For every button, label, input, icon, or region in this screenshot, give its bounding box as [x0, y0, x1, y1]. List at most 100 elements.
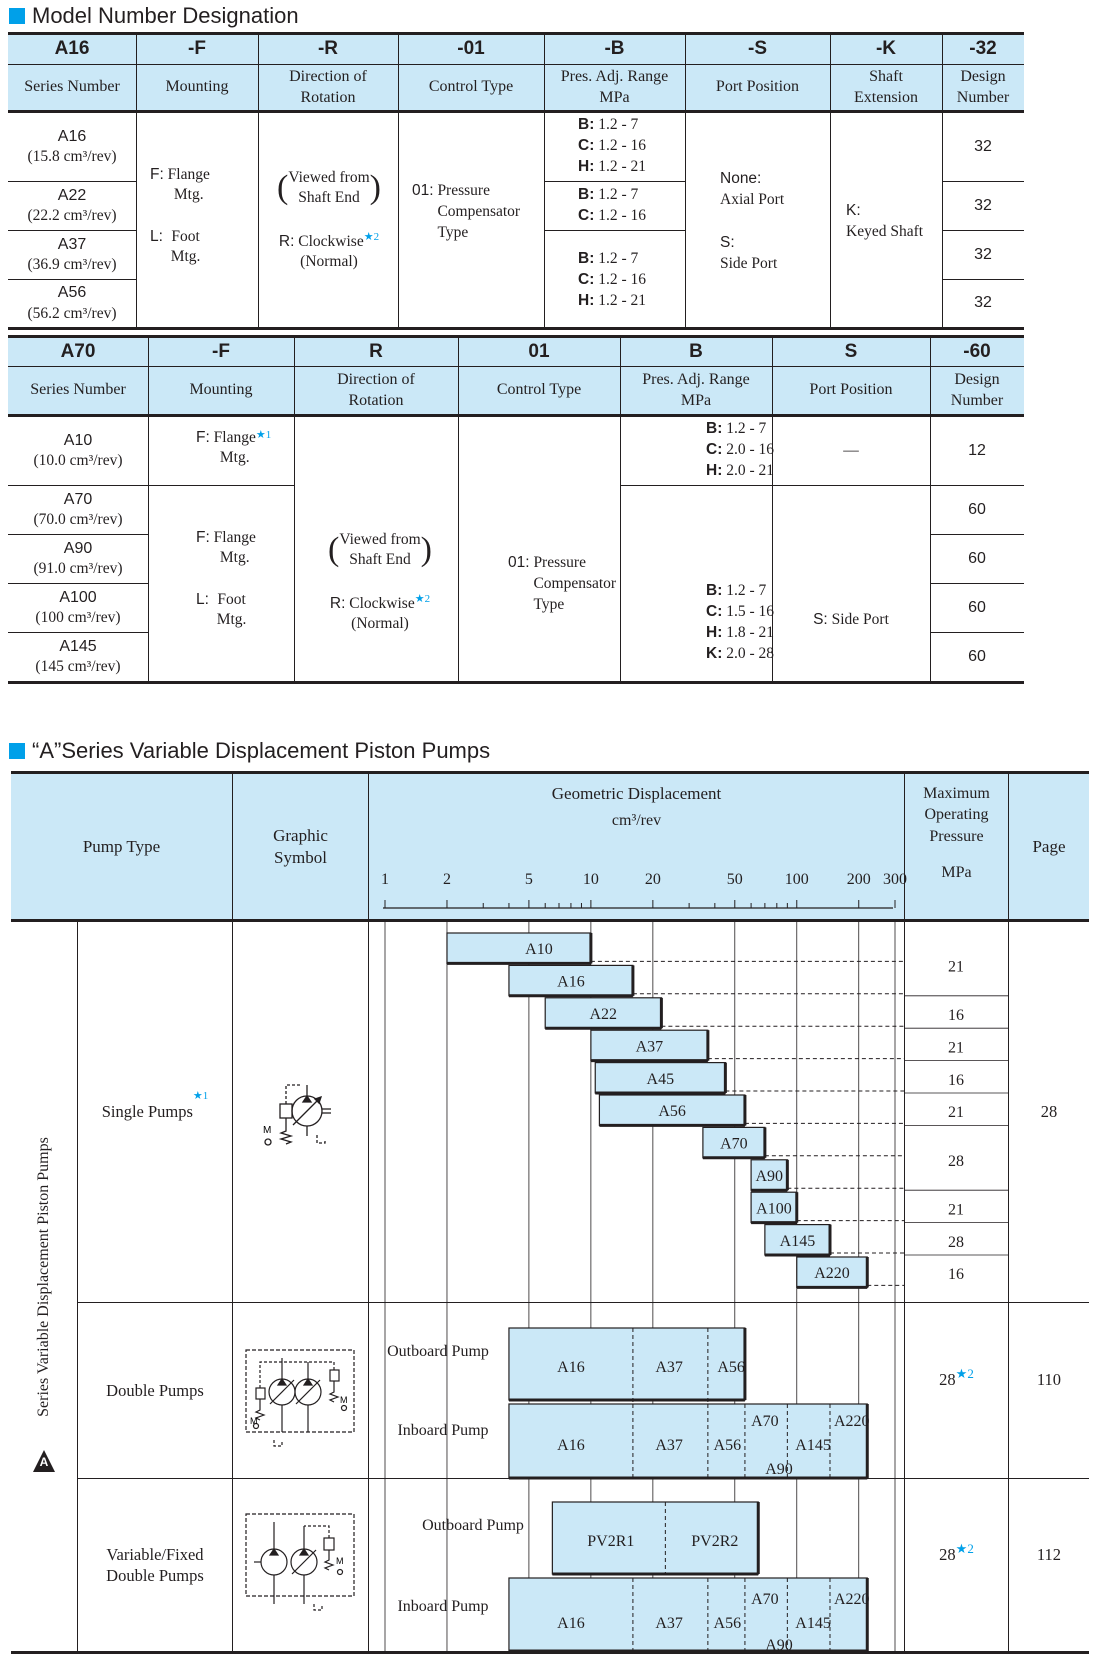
design-number: 32	[974, 245, 992, 263]
label-double-outboard: Outboard Pump	[387, 1342, 489, 1360]
vf-mpa: 28★2	[939, 1540, 974, 1565]
header-pressure: Pres. Adj. Range MPa	[620, 367, 772, 414]
axis-tick-label: 200	[847, 871, 871, 888]
vf-in-label: A70	[751, 1591, 779, 1608]
star-note-icon: ★2	[363, 230, 380, 243]
series-a56: A56(56.2 cm³/rev)	[27, 284, 117, 322]
svg-text:M: M	[340, 1395, 348, 1405]
shaft-keyed: K:Keyed Shaft	[846, 202, 924, 240]
series-a10: A10(10.0 cm³/rev)	[33, 431, 123, 470]
control-type: 01: Pressure Compensator Type	[412, 182, 521, 241]
single-page: 28	[1040, 1102, 1058, 1122]
svg-text:M: M	[250, 1416, 258, 1426]
header-pressure: Pres. Adj. Range MPa	[544, 65, 685, 110]
code-port: -S	[685, 35, 830, 64]
bar-a37	[590, 1029, 709, 1062]
single-pump-symbol: M	[263, 1084, 331, 1146]
header-mounting: Mounting	[136, 65, 258, 110]
axis-tick-label: 20	[645, 871, 661, 888]
vf-inboard-bar	[508, 1577, 868, 1652]
header-control: Control Type	[398, 65, 544, 110]
svg-text:M: M	[336, 1556, 344, 1566]
design-number: 12	[968, 441, 986, 459]
label-vf-inboard: Inboard Pump	[397, 1597, 489, 1615]
series-a145: A145(145 cm³/rev)	[35, 637, 121, 676]
code-design: -32	[942, 35, 1024, 64]
port-side: S: Side Port	[813, 610, 889, 628]
label-double-pumps: Double Pumps	[106, 1380, 204, 1400]
code-design: -60	[930, 338, 1024, 366]
double-in-label: A37	[655, 1437, 683, 1454]
bar-a45	[594, 1061, 726, 1094]
single-mpa-value: 21	[948, 958, 964, 975]
single-mpa-value: 28	[948, 1234, 964, 1251]
single-mpa-value: 21	[948, 1201, 964, 1218]
bar-label-a22: A22	[590, 1006, 618, 1023]
header-port: Port Position	[772, 367, 930, 414]
bar-label-a70: A70	[720, 1136, 748, 1153]
mount-flange-a10: F: Flange Mtg.★1	[196, 429, 272, 467]
double-out-label: A16	[557, 1359, 585, 1376]
series-a16: A16(15.8 cm³/rev)	[27, 127, 117, 166]
series-a70: A70(70.0 cm³/rev)	[33, 490, 123, 529]
double-page: 110	[1036, 1370, 1062, 1390]
rotation-clockwise: R: Clockwise★2(Normal)	[329, 592, 431, 633]
header-graphic-symbol: Graphic Symbol	[273, 825, 328, 867]
square-bullet-icon	[9, 8, 25, 24]
header-unit: cm³/rev	[611, 811, 662, 829]
axis-tick-label: 2	[443, 871, 451, 888]
vf-page: 112	[1036, 1545, 1062, 1565]
header-max-pressure: Maximum Operating Pressure	[923, 784, 990, 845]
header-page: Page	[1032, 836, 1066, 856]
label-single-pumps: Single Pumps★1	[101, 1089, 209, 1122]
axis-tick-label: 5	[525, 871, 533, 888]
header-port: Port Position	[685, 65, 830, 110]
header-series-number: Series Number	[8, 65, 136, 110]
vf-in-label: A16	[557, 1615, 585, 1632]
header-mounting: Mounting	[148, 367, 294, 414]
header-direction: Direction of Rotation	[294, 367, 458, 414]
design-number: 60	[968, 598, 986, 616]
star-note-icon: ★2	[955, 1365, 974, 1381]
vf-out-label: PV2R1	[587, 1533, 634, 1550]
design-number: 60	[968, 500, 986, 518]
pressure-range-3: B: 1.2 - 7 C: 1.2 - 16 H: 1.2 - 21	[578, 250, 647, 309]
double-pump-symbol: M M	[245, 1349, 355, 1447]
bar-label-a220: A220	[814, 1265, 850, 1282]
axis-tick-label: 300	[883, 871, 907, 888]
bar-label-a90: A90	[755, 1168, 783, 1185]
double-out-label: A37	[655, 1359, 683, 1376]
header-mpa: MPa	[941, 863, 972, 881]
pressure-range-large: B: 1.2 - 7 C: 1.5 - 16 H: 1.8 - 21 K: 2.…	[706, 582, 775, 662]
series-a22: A22(22.2 cm³/rev)	[27, 186, 117, 225]
code-pressure: B	[620, 338, 772, 366]
star-note-icon: ★1	[255, 429, 272, 441]
code-mounting: -F	[136, 35, 258, 64]
series-a100: A100(100 cm³/rev)	[35, 588, 121, 627]
single-mpa-value: 28	[948, 1153, 964, 1170]
code-port: S	[772, 338, 930, 366]
mount-foot: L: Foot Mtg.	[150, 228, 201, 266]
vf-out-label: PV2R2	[691, 1533, 738, 1550]
double-in-label: A56	[714, 1437, 742, 1454]
star-note-icon: ★1	[192, 1089, 209, 1102]
double-in-label: A90	[765, 1461, 793, 1478]
design-number: 32	[974, 294, 992, 312]
bar-label-a16: A16	[557, 974, 585, 991]
vf-in-label: A145	[795, 1615, 831, 1632]
header-direction: Direction of Rotation	[258, 65, 398, 110]
vf-in-label: A37	[655, 1615, 683, 1632]
bar-label-a100: A100	[756, 1200, 792, 1217]
rotation-clockwise: R: Clockwise★2(Normal)	[278, 230, 380, 271]
double-in-label: A220	[834, 1413, 870, 1430]
design-number: 60	[968, 549, 986, 567]
double-in-label: A16	[557, 1437, 585, 1454]
header-design: Design Number	[930, 367, 1024, 414]
header-geometric-displacement: Geometric Displacement	[551, 783, 722, 803]
double-inboard-bar	[508, 1403, 868, 1479]
pressure-range-1: B: 1.2 - 7 C: 1.2 - 16 H: 1.2 - 21	[578, 116, 647, 175]
bar-label-a145: A145	[780, 1233, 816, 1250]
port-axial: None:Axial Port	[720, 170, 785, 208]
code-rotation: -R	[258, 35, 398, 64]
single-mpa-value: 16	[948, 1007, 964, 1024]
